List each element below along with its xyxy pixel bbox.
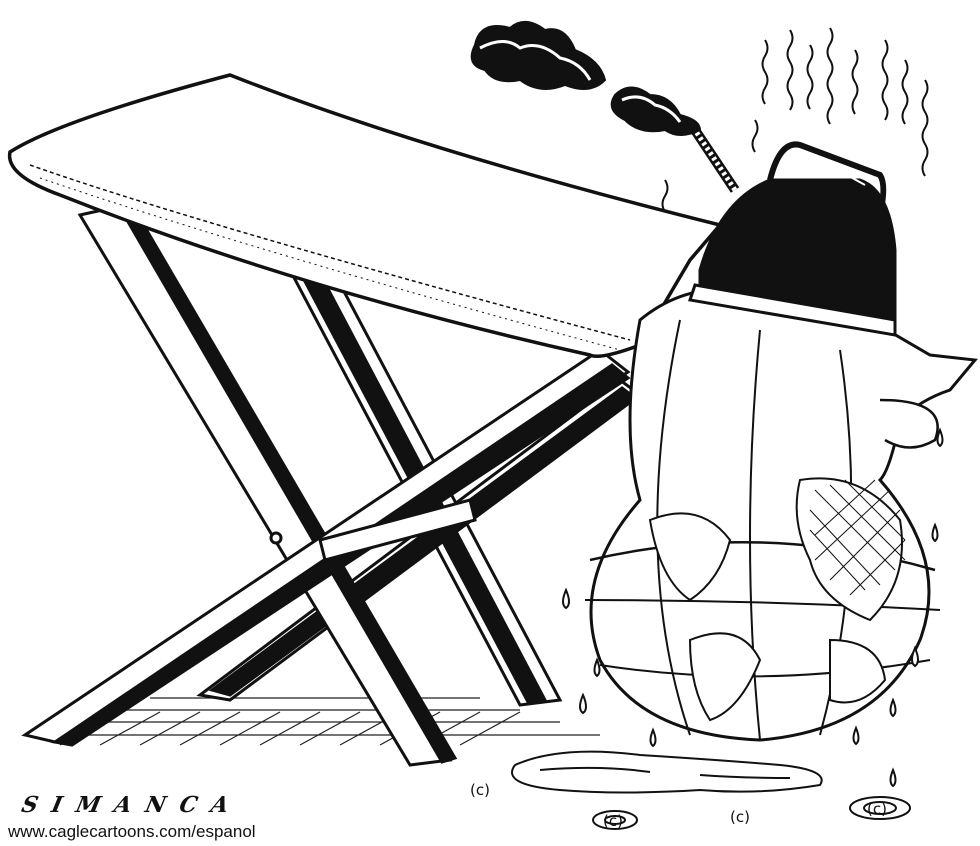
smoke-clouds <box>470 21 702 136</box>
continents <box>648 477 903 722</box>
heat-lines <box>661 27 929 213</box>
copyright-marks: (c) (c) (c) (c) <box>470 781 887 830</box>
drips <box>562 427 944 788</box>
puddle <box>511 750 823 794</box>
melting-globe <box>584 287 978 742</box>
globe-hatching <box>809 479 906 596</box>
ripples <box>592 796 911 830</box>
ironing-board-top <box>7 73 724 358</box>
credit-url: www.caglecartoons.com/espanol <box>8 822 256 841</box>
artist-signature: SIMANCA <box>19 792 246 818</box>
copyright-mark: (c) <box>470 781 490 799</box>
copyright-mark: (c) <box>603 812 623 830</box>
steam-iron <box>688 127 897 337</box>
copyright-mark: (c) <box>730 808 750 826</box>
copyright-mark: (c) <box>867 800 887 818</box>
ironing-board-legs <box>21 203 643 767</box>
